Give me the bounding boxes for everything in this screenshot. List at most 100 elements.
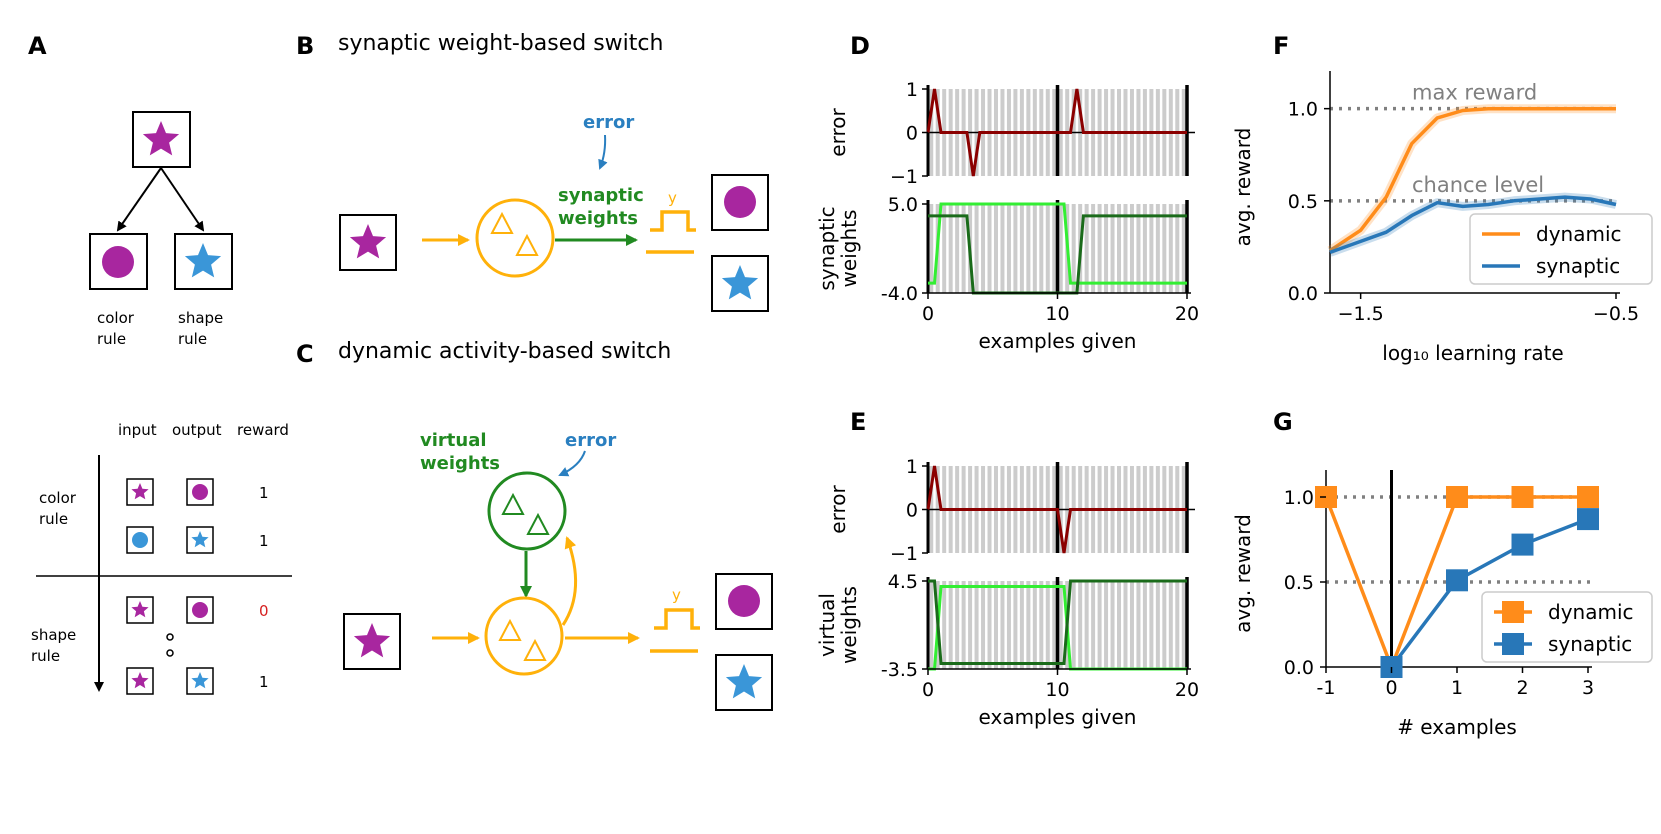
xtick-label: 20	[1175, 679, 1199, 701]
group-shape-label-1: shape	[31, 626, 76, 644]
purple-circle-icon	[728, 585, 760, 617]
purple-circle-icon	[102, 246, 134, 278]
color-rule-label-2: rule	[97, 330, 126, 348]
ytick-label: 0	[906, 123, 918, 145]
row3-output-box	[186, 596, 214, 624]
panel-a: A color rule shape rule input output rew…	[28, 32, 292, 695]
marker-dynamic	[1446, 486, 1468, 508]
y-axis-label: error	[826, 485, 850, 534]
xtick-label: 0	[922, 303, 934, 325]
y-label-c: y	[672, 586, 681, 604]
row1-reward: 1	[259, 484, 269, 502]
rule-table: input output reward color rule shape rul…	[31, 421, 292, 695]
table-row: 0	[126, 596, 269, 624]
output-pulse-icon	[650, 210, 696, 232]
output-pulse-icon	[654, 608, 700, 630]
y-axis-label: error	[826, 108, 850, 157]
legend: dynamic synaptic	[1481, 591, 1653, 663]
row4-output-box	[186, 667, 214, 695]
ytick-label: 1	[906, 79, 918, 101]
error-arrow-c	[558, 450, 586, 477]
virtual-triangle-icon	[501, 492, 525, 515]
series-line-1	[928, 579, 1187, 665]
panel-letter-a: A	[28, 32, 47, 60]
x-axis-label: # examples	[1397, 715, 1517, 739]
legend-label-dynamic: dynamic	[1536, 222, 1622, 246]
output-box-bottom	[711, 255, 769, 312]
row4-input-box	[126, 667, 154, 695]
legend-label-synaptic: synaptic	[1548, 632, 1632, 656]
reference-label: max reward	[1412, 81, 1537, 105]
y-axis-label: synaptic	[815, 206, 839, 290]
legend-label-synaptic: synaptic	[1536, 254, 1620, 278]
synaptic-weights-label-1: synaptic	[558, 185, 644, 206]
virtual-weights-label-1: virtual	[420, 430, 487, 451]
purple-star-icon	[353, 623, 391, 658]
table-row: 1	[126, 478, 269, 506]
table-header-input: input	[118, 421, 157, 439]
blue-star-icon	[191, 672, 209, 689]
ytick-label: 1.0	[1288, 99, 1318, 121]
purple-circle-icon	[192, 484, 208, 500]
neuron-triangle-icon	[490, 211, 514, 234]
output-box-bottom-c	[715, 654, 773, 711]
arrow-left	[116, 167, 162, 232]
y-axis-label: weights	[837, 210, 861, 288]
table-header-reward: reward	[237, 421, 289, 439]
ytick-label: 0	[906, 500, 918, 522]
table-row: 1	[126, 526, 269, 554]
error-arrow	[598, 134, 608, 170]
blue-circle-icon	[132, 532, 148, 548]
table-header-output: output	[172, 421, 222, 439]
row3-input-box	[126, 596, 154, 624]
marker-dynamic	[1577, 486, 1599, 508]
panel-letter-e: E	[850, 408, 866, 436]
x-axis-label: examples given	[979, 329, 1137, 353]
group-color-label-1: color	[39, 489, 77, 507]
neuron-triangle-icon	[515, 233, 539, 256]
shape-rule-label-1: shape	[178, 309, 223, 327]
ytick-label: −1	[890, 166, 918, 188]
shape-rule-label-2: rule	[178, 330, 207, 348]
series-line-synaptic	[1390, 517, 1589, 669]
series-line-0	[926, 465, 1187, 554]
ytick-label: -4.0	[881, 283, 918, 305]
series-line-synaptic	[1329, 195, 1617, 255]
blue-star-icon	[721, 265, 759, 300]
input-box	[339, 214, 397, 271]
x-axis-label: log₁₀ learning rate	[1382, 341, 1563, 365]
rule-tree: color rule shape rule	[89, 111, 233, 348]
group-color-label-2: rule	[39, 510, 68, 528]
error-label-c: error	[565, 430, 616, 451]
panel-letter-d: D	[850, 32, 870, 60]
ytick-label: 5.0	[888, 194, 918, 216]
panel-b: B synaptic weight-based switch error syn…	[296, 31, 769, 312]
ytick-label: 0.5	[1284, 572, 1314, 594]
purple-star-icon	[142, 121, 180, 156]
legend-label-dynamic: dynamic	[1548, 600, 1634, 624]
panel-letter-b: B	[296, 32, 314, 60]
ytick-label: 4.5	[888, 571, 918, 593]
ellipsis-dot	[166, 649, 174, 657]
series-line-0	[928, 202, 1187, 285]
y-axis-label: virtual	[815, 593, 839, 657]
neuron-triangle-icon	[498, 618, 522, 641]
row1-input-box	[126, 478, 154, 506]
color-rule-box	[89, 233, 148, 290]
xtick-label: -1	[1317, 677, 1336, 699]
feedback-arrow	[561, 536, 577, 626]
ytick-label: −1	[890, 543, 918, 565]
virtual-weights-label-2: weights	[420, 453, 500, 474]
x-axis-label: examples given	[979, 705, 1137, 729]
ytick-label: 0.5	[1288, 191, 1318, 213]
legend-marker-synaptic	[1502, 633, 1524, 655]
virtual-neuron-circle	[487, 471, 567, 551]
ytick-label: -3.5	[881, 659, 918, 681]
table-row: 1	[126, 667, 269, 695]
xtick-label: 0	[1385, 677, 1397, 699]
xtick-label: 2	[1516, 677, 1528, 699]
